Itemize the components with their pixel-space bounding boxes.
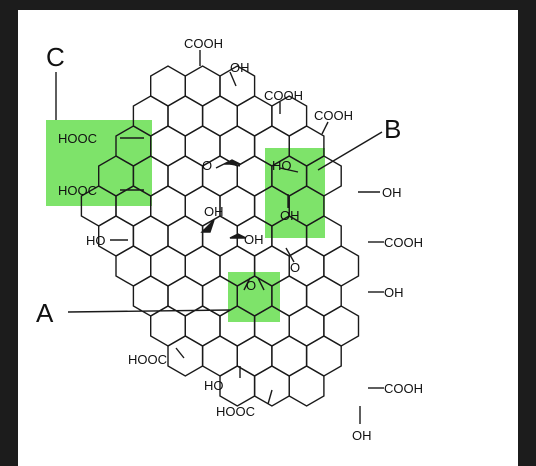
label-b: B: [384, 114, 401, 144]
hexagon-ring: [219, 125, 256, 167]
group-ho-left: HO: [86, 233, 106, 248]
hexagon-ring: [253, 365, 290, 407]
hexagon-ring: [167, 95, 204, 137]
hexagon-ring: [149, 305, 187, 347]
hexagon-ring: [271, 335, 308, 377]
hexagon-ring: [115, 245, 152, 287]
hexagon-lattice: [80, 65, 360, 407]
hexagon-ring: [288, 305, 325, 347]
hexagon-ring: [149, 245, 187, 287]
group-ho-b: HO: [272, 158, 292, 173]
group-cooh-lower-right: COOH: [384, 381, 423, 396]
hexagon-ring: [219, 365, 256, 407]
hexagon-ring: [184, 245, 221, 287]
group-oh-bottom: OH: [352, 428, 372, 443]
group-cooh-top: COOH: [184, 36, 223, 51]
group-hooc-bottom: HOOC: [216, 404, 255, 419]
hexagon-ring: [219, 185, 256, 227]
group-oh-top: OH: [230, 60, 250, 75]
hexagon-ring: [167, 155, 204, 197]
leader-line-a: [67, 309, 231, 313]
hexagon-ring: [184, 305, 221, 347]
group-cooh-right: COOH: [384, 235, 423, 250]
hexagon-ring: [201, 335, 239, 377]
hexagon-ring: [323, 305, 360, 347]
hexagon-ring: [149, 125, 187, 167]
hexagon-ring: [305, 335, 342, 377]
group-oh-b: OH: [280, 208, 300, 223]
leader-line-b: [317, 131, 383, 171]
group-ho-lower: HO: [204, 378, 224, 393]
label-a: A: [36, 298, 54, 328]
group-cooh-upper-right: COOH: [314, 108, 353, 123]
hexagon-ring: [201, 215, 239, 257]
group-hooc-c2: HOOC: [58, 183, 97, 198]
hexagon-ring: [132, 275, 169, 317]
hexagon-ring: [167, 215, 204, 257]
group-epoxide-o-a: O: [246, 278, 256, 293]
group-epoxide-o-mid: O: [290, 260, 300, 275]
highlight-region-c: [46, 120, 152, 206]
group-hooc-lower-left: HOOC: [128, 352, 167, 367]
group-oh-right-upper: OH: [382, 185, 402, 200]
graphene-oxide-diagram: C B A COOH OH COOH COOH HOOC HOOC O HO O…: [36, 36, 423, 443]
hexagon-ring: [149, 65, 187, 107]
label-c: C: [46, 42, 65, 72]
hexagon-ring: [132, 215, 169, 257]
group-oh-center: OH: [204, 204, 224, 219]
functional-group-bonds: [110, 50, 384, 424]
hexagon-ring: [167, 335, 204, 377]
hexagon-ring: [201, 95, 239, 137]
hexagon-ring: [305, 275, 342, 317]
group-oh-center-2: OH: [244, 232, 264, 247]
hexagon-ring: [236, 335, 273, 377]
diagram-panel: C B A COOH OH COOH COOH HOOC HOOC O HO O…: [18, 10, 518, 466]
hexagon-ring: [288, 365, 325, 407]
group-oh-right-lower: OH: [384, 285, 404, 300]
group-hooc-c1: HOOC: [58, 131, 97, 146]
group-epoxide-o-upper: O: [202, 158, 212, 173]
hexagon-ring: [323, 245, 360, 287]
group-cooh-upper-mid: COOH: [264, 88, 303, 103]
hexagon-ring: [184, 65, 221, 107]
hexagon-ring: [149, 185, 187, 227]
